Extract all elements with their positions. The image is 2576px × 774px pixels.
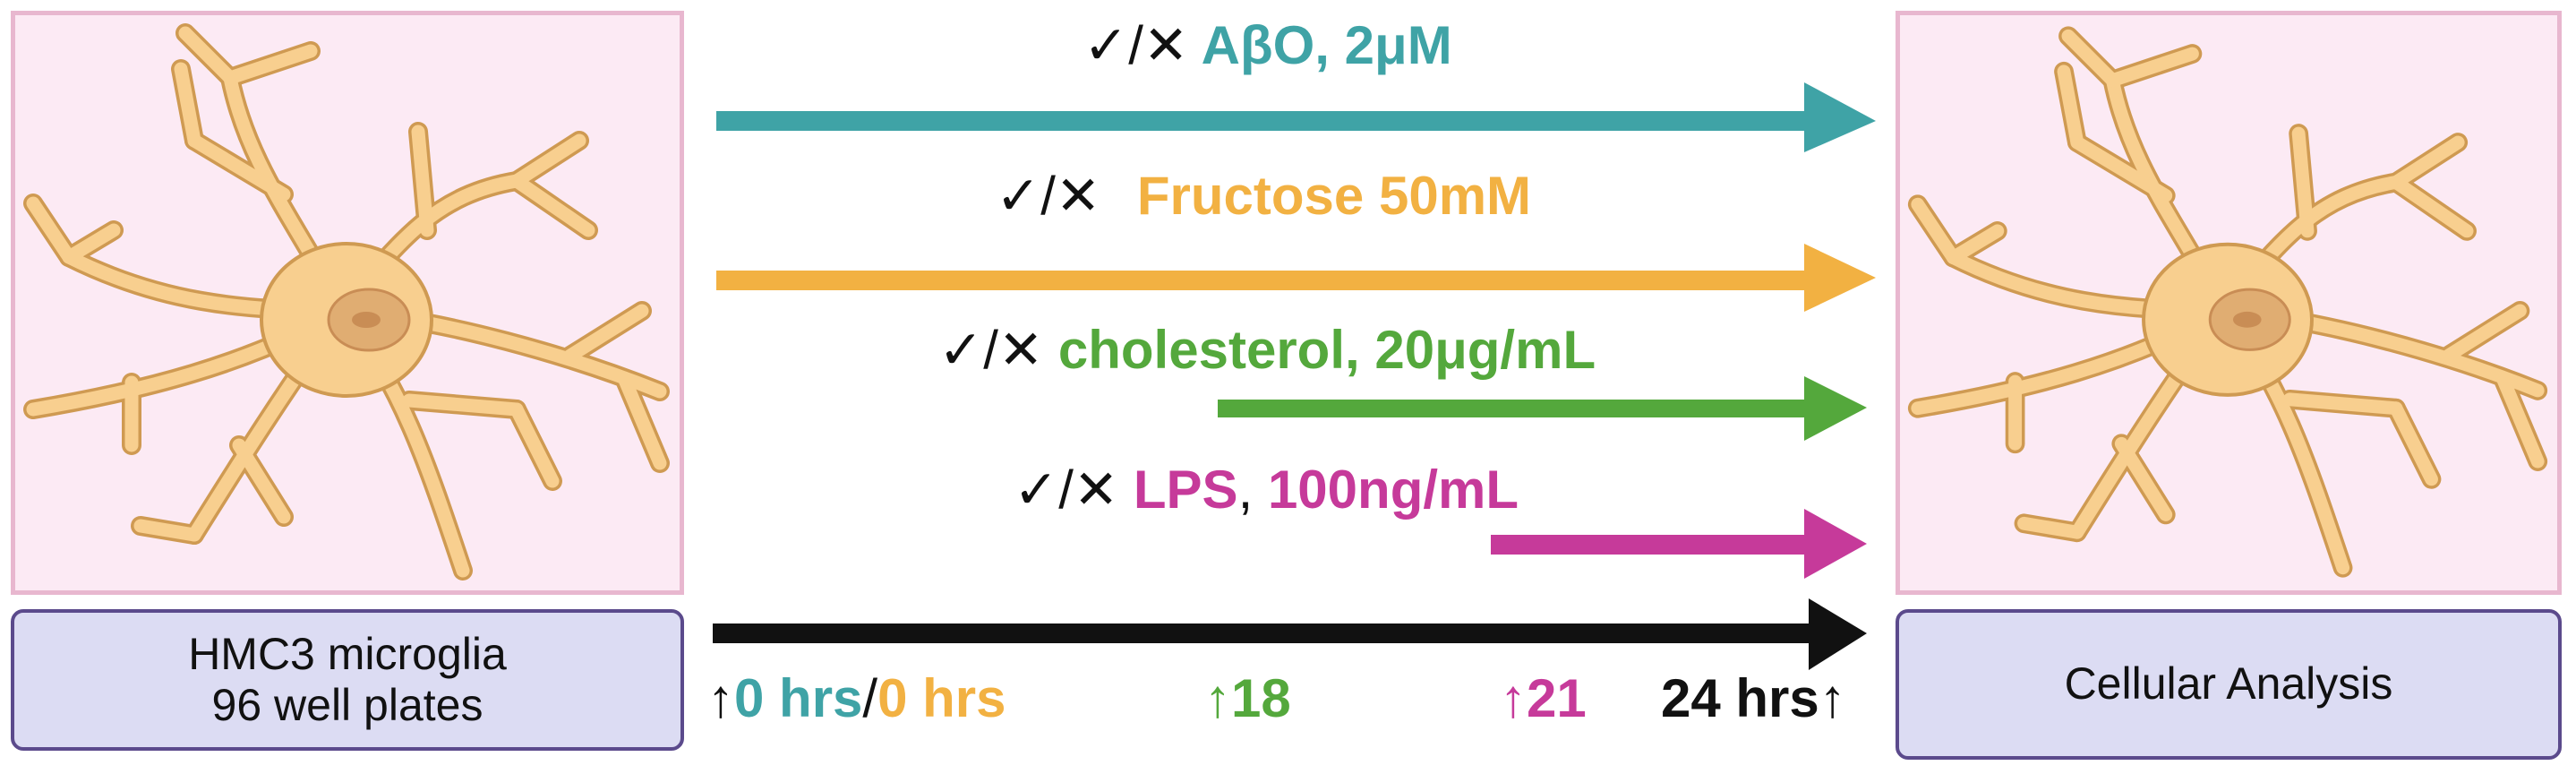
start-time-fructose: 0 hrs [877, 668, 1006, 728]
lps-name: LPS [1133, 460, 1238, 520]
lps-label: ✓/✕ LPS, 100ng/mL [1014, 459, 1519, 521]
fructose-label: ✓/✕ Fructose 50mM [996, 165, 1531, 228]
cholesterol-arrow-icon [1218, 376, 1867, 441]
microglia-cell-icon [23, 23, 670, 580]
right-cell-panel [1896, 11, 2562, 595]
abo-name: AβO, 2μM [1201, 15, 1452, 75]
lps-separator: , [1237, 460, 1254, 520]
abo-label: ✓/✕ AβO, 2μM [1083, 14, 1452, 77]
analysis-text: Cellular Analysis [2064, 658, 2393, 710]
abo-arrow-icon [716, 82, 1876, 152]
cholesterol-label: ✓/✕ cholesterol, 20μg/mL [938, 319, 1596, 382]
lps-dose: 100ng/mL [1267, 460, 1519, 520]
analysis-label: Cellular Analysis [1896, 609, 2562, 760]
timeline-end: 24 hrs↑ [1661, 668, 1846, 728]
cholesterol-name: cholesterol, 20μg/mL [1057, 320, 1596, 380]
toggle-mark: ✓/✕ [996, 166, 1101, 226]
up-arrow-icon: ↑ [707, 668, 734, 728]
microglia-cell-icon [1907, 26, 2548, 578]
cell-line-label: HMC3 microglia 96 well plates [11, 609, 684, 751]
start-time-abo: 0 hrs [734, 668, 863, 728]
toggle-mark: ✓/✕ [1083, 15, 1189, 75]
toggle-mark: ✓/✕ [1014, 460, 1119, 520]
timeline-18: ↑18 [1204, 668, 1291, 728]
toggle-mark: ✓/✕ [938, 320, 1044, 380]
lps-arrow-icon [1491, 509, 1867, 579]
cell-line-name: HMC3 microglia [188, 628, 507, 679]
timeline-21: ↑21 [1500, 668, 1587, 728]
timeline-start: ↑0 hrs/0 hrs [707, 667, 1006, 729]
left-cell-panel [11, 11, 684, 595]
fructose-arrow-icon [716, 244, 1876, 312]
start-slash: / [862, 668, 878, 728]
plate-format: 96 well plates [211, 680, 484, 730]
timeline-arrow-icon [713, 598, 1867, 670]
fructose-name: Fructose 50mM [1136, 166, 1532, 226]
